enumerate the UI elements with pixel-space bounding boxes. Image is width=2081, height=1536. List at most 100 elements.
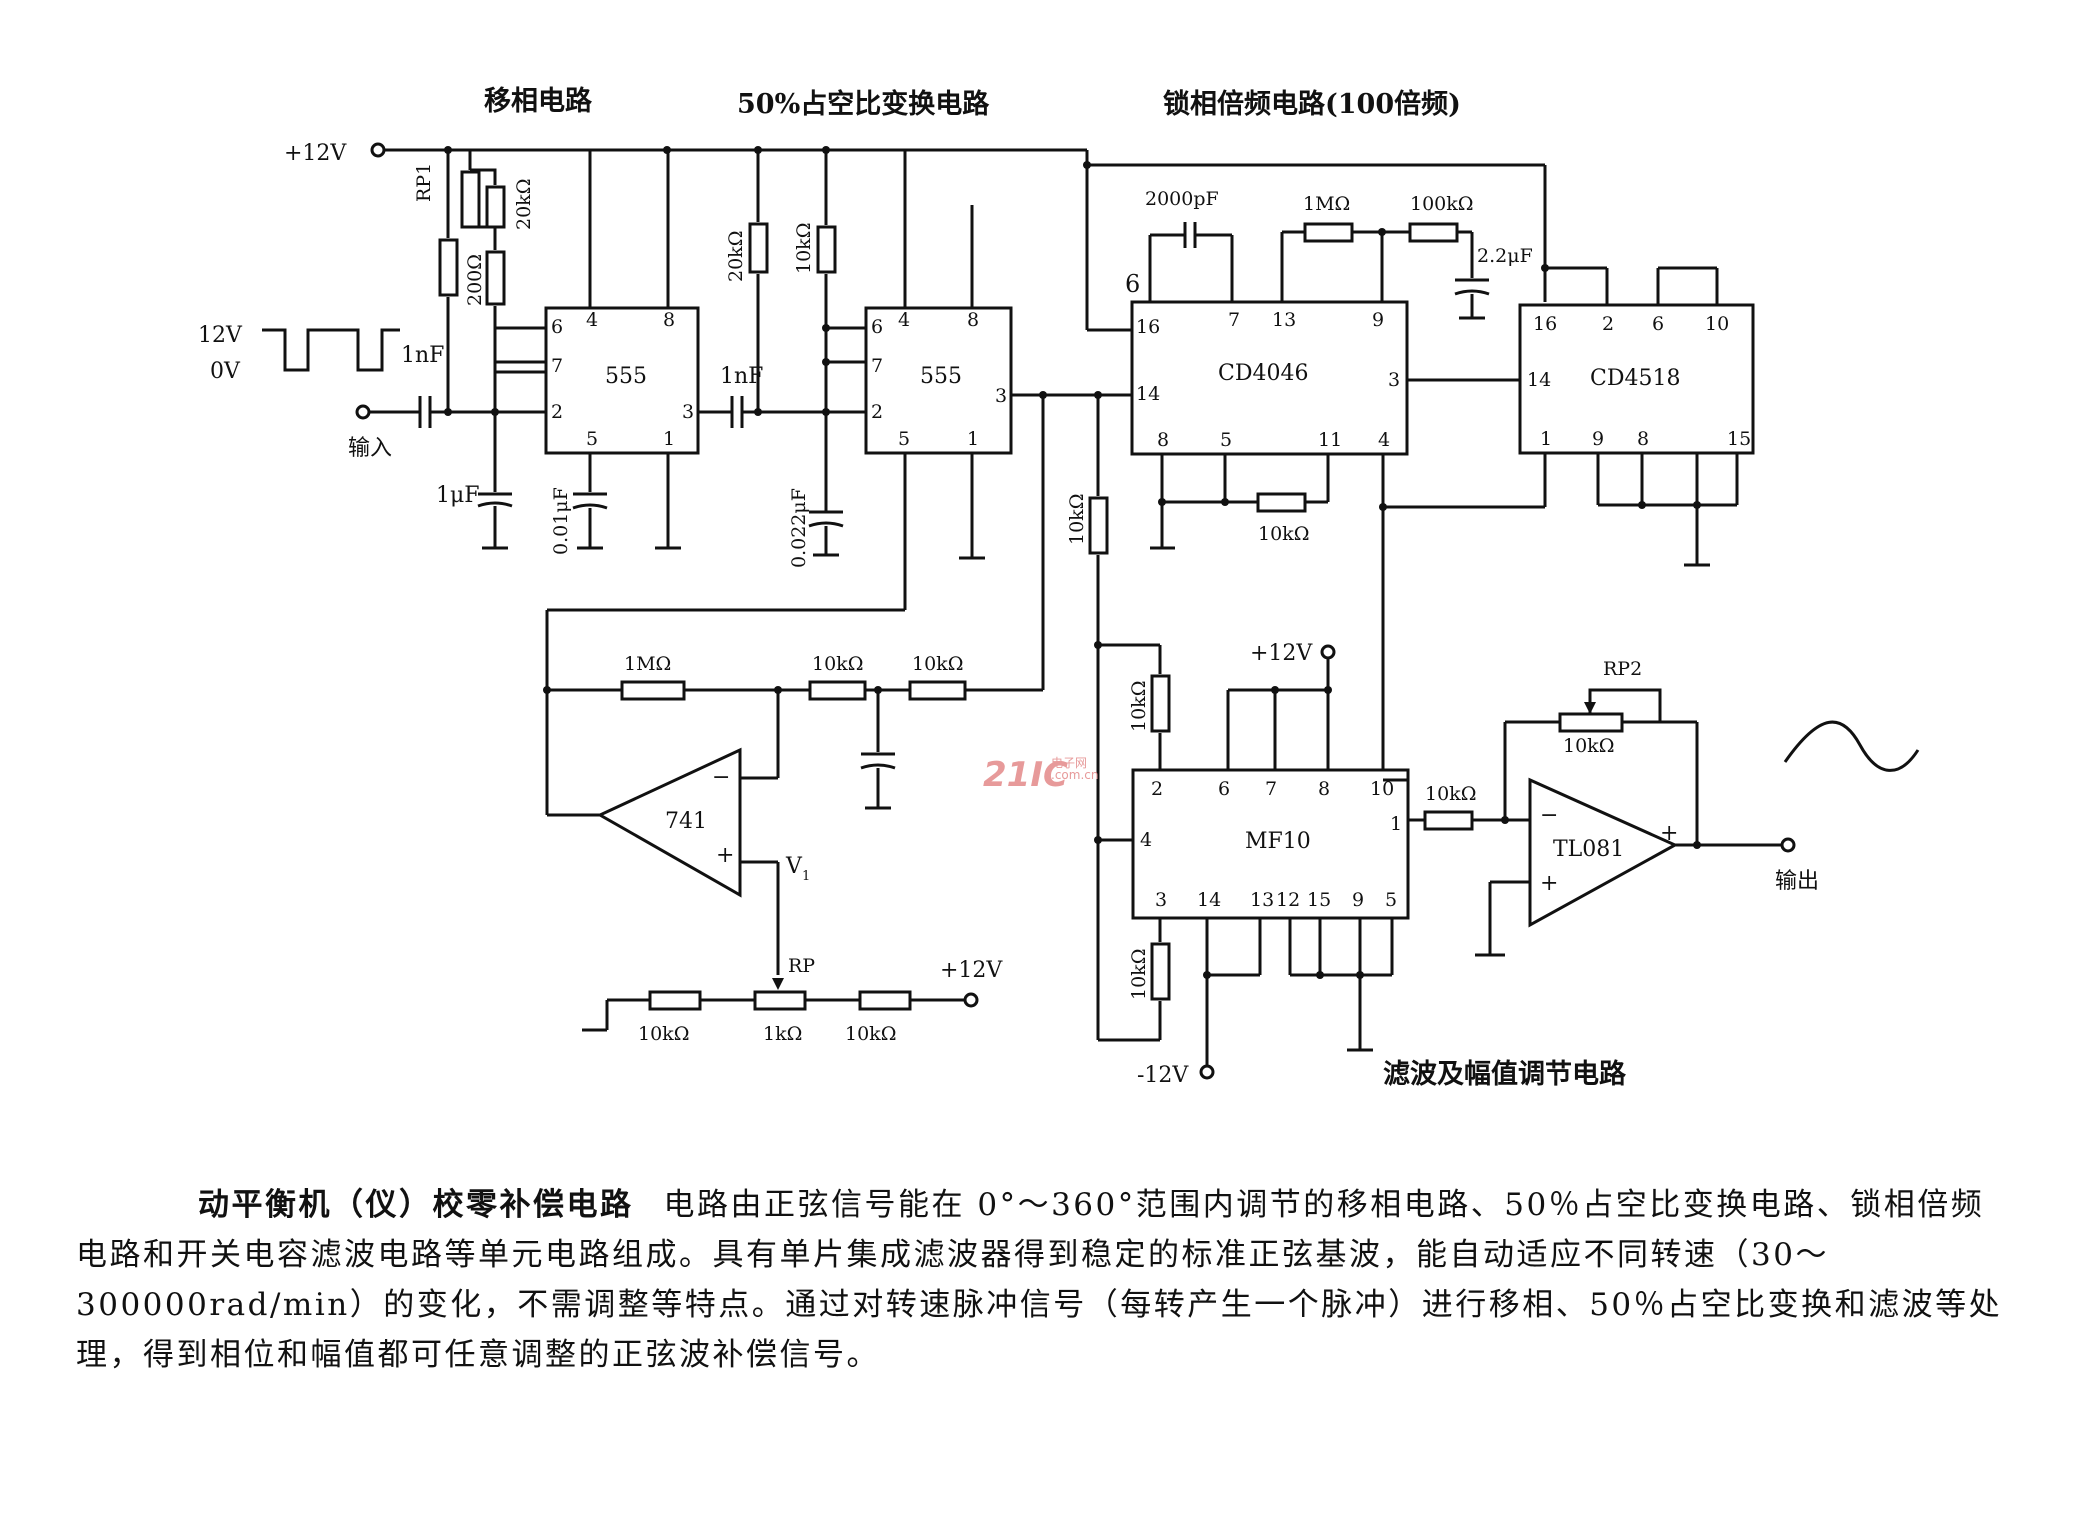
u5-pin-7: 7 — [1265, 778, 1277, 800]
v1-sub-label: 1 — [802, 869, 810, 884]
u4-pin-10: 10 — [1705, 313, 1729, 335]
u4-pin-1: 1 — [1540, 428, 1552, 450]
c-1nf-b-label: 1nF — [720, 364, 763, 389]
r-10k-rp2-value-label: 10kΩ — [1563, 735, 1614, 757]
pulse-waveform — [262, 328, 400, 372]
u2-pin-8: 8 — [967, 309, 979, 331]
u7-name: TL081 — [1553, 837, 1624, 862]
r-10k-pll-label: 10kΩ — [1258, 523, 1309, 545]
u3-pin-3: 3 — [1388, 369, 1400, 391]
r-10k-2-label: 10kΩ — [793, 223, 815, 274]
u7-plus: + — [1540, 871, 1558, 896]
rp1-label: RP1 — [413, 163, 435, 202]
u3-pin-4: 4 — [1378, 429, 1390, 451]
u5-pin-12: 12 — [1276, 889, 1300, 911]
u4-pin-8: 8 — [1637, 428, 1649, 450]
u5-pin-2: 2 — [1151, 778, 1163, 800]
c-1nf-a-label: 1nF — [401, 343, 444, 368]
coupling-capacitor-1 — [369, 396, 546, 428]
r-10k-fb2-label: 10kΩ — [912, 653, 963, 675]
vcc-top-label: +12V — [284, 141, 347, 166]
u3-pin-11: 11 — [1318, 429, 1342, 451]
ic-cd4518 — [1518, 264, 1755, 567]
title-filter: 滤波及幅值调节电路 — [1383, 1058, 1627, 1090]
c-001uf-label: 0.01μF — [550, 487, 572, 555]
vcc-mf10-label: +12V — [1250, 641, 1313, 666]
u6-minus: − — [712, 765, 730, 790]
title-duty-cycle: 50%占空比变换电路 — [737, 88, 990, 120]
r-1m-fb-label: 1MΩ — [624, 653, 671, 675]
u1-pin-3: 3 — [682, 401, 694, 423]
description-paragraph: 动平衡机（仪）校零补偿电路电路由正弦信号能在 0°～360°范围内调节的移相电路… — [76, 1180, 2006, 1380]
v1-label: V — [785, 854, 803, 879]
r-1k-rp-label: 1kΩ — [763, 1023, 802, 1045]
u5-pin-5: 5 — [1385, 889, 1397, 911]
c-1uf-label: 1μF — [436, 483, 480, 508]
r-20k-top-label: 20kΩ — [513, 179, 535, 230]
pulse-high-label: 12V — [198, 323, 243, 348]
u5-pin-3: 3 — [1155, 889, 1167, 911]
r-10k-vert-label: 10kΩ — [1066, 494, 1088, 545]
u4-name: CD4518 — [1590, 366, 1680, 391]
u3-pin-13: 13 — [1272, 309, 1296, 331]
rp2-label: RP2 — [1603, 658, 1642, 680]
u2-pin-3: 3 — [995, 385, 1007, 407]
ic-555-1 — [495, 150, 700, 550]
r-10k-out-label: 10kΩ — [1425, 783, 1476, 805]
ic-mf10 — [1098, 643, 1410, 1080]
u5-pin-15: 15 — [1307, 889, 1331, 911]
description-heading: 动平衡机（仪）校零补偿电路 — [198, 1187, 634, 1223]
u4-pin-16: 16 — [1533, 313, 1557, 335]
resistor-20k-2 — [748, 150, 769, 412]
c-22uf-label: 2.2μF — [1477, 245, 1533, 267]
c-0022uf-label: 0.022μF — [788, 488, 810, 568]
capacitor-1uf — [477, 412, 513, 550]
input-label: 输入 — [348, 436, 392, 461]
capacitor-001uf — [572, 452, 608, 550]
r-10k-mf1-label: 10kΩ — [1128, 681, 1150, 732]
u4-pin-15: 15 — [1727, 428, 1751, 450]
u6-name: 741 — [665, 809, 707, 834]
u4-pin-14: 14 — [1527, 369, 1551, 391]
r-1m-pll-label: 1MΩ — [1303, 193, 1350, 215]
pulse-low-label: 0V — [210, 359, 241, 384]
u7-minus: − — [1540, 803, 1558, 828]
opamp-741 — [596, 747, 780, 975]
u1-pin-1: 1 — [663, 428, 675, 450]
u5-pin-8: 8 — [1318, 778, 1330, 800]
r-10k-mf2-label: 10kΩ — [1128, 949, 1150, 1000]
u5-pin-9: 9 — [1352, 889, 1364, 911]
r-10k-rp1-label: 10kΩ — [638, 1023, 689, 1045]
rp1-potentiometer — [438, 150, 506, 412]
u1-pin-7: 7 — [551, 355, 563, 377]
u3-pin-8: 8 — [1157, 429, 1169, 451]
u2-pin-7: 7 — [871, 355, 883, 377]
u3-pin-9: 9 — [1372, 309, 1384, 331]
watermark-small-1: 电子网 — [1051, 756, 1088, 770]
resistor-10k-2 — [816, 150, 837, 505]
u1-pin-4: 4 — [586, 309, 598, 331]
u3-pin-7: 7 — [1228, 309, 1240, 331]
vcc-rp-label: +12V — [940, 958, 1003, 983]
watermark-small-2: .com.cn — [1051, 768, 1099, 782]
r-100k-label: 100kΩ — [1410, 193, 1474, 215]
u2-pin-5: 5 — [898, 428, 910, 450]
u5-name: MF10 — [1245, 829, 1311, 854]
output-stage — [1408, 688, 1796, 957]
capacitor-0022uf — [808, 505, 844, 557]
sine-wave-icon — [1783, 720, 1920, 772]
resistor-10k-vert — [1088, 395, 1109, 1040]
u5-pin-14: 14 — [1197, 889, 1221, 911]
u4-pin-2: 2 — [1602, 313, 1614, 335]
ic-cd4046 — [1085, 165, 1547, 780]
u4-pin-6: 6 — [1652, 313, 1664, 335]
wire-555-to-4046 — [980, 391, 1132, 692]
u1-pin-2: 2 — [551, 401, 563, 423]
u3-pin-16: 16 — [1136, 316, 1160, 338]
u1-pin-6: 6 — [551, 316, 563, 338]
u1-name: 555 — [605, 364, 647, 389]
r-10k-rp2-label: 10kΩ — [845, 1023, 896, 1045]
watermark-brand: 21IC — [983, 755, 1068, 795]
input-terminal[interactable] — [355, 404, 371, 420]
u2-pin-4: 4 — [898, 309, 910, 331]
